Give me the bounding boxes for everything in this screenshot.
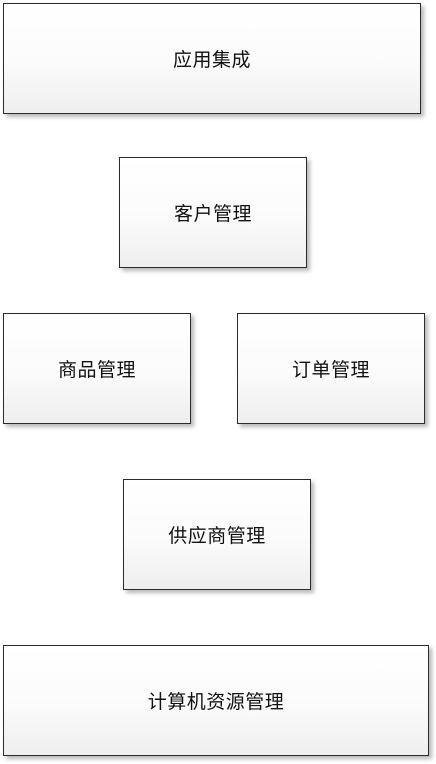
product-management-label: 商品管理 <box>57 359 136 381</box>
app-integration-label: 应用集成 <box>172 49 251 71</box>
supplier-management-box: 供应商管理 <box>123 479 311 590</box>
order-management-box: 订单管理 <box>237 313 425 424</box>
customer-management-label: 客户管理 <box>173 203 252 225</box>
supplier-management-label: 供应商管理 <box>168 525 266 547</box>
computing-resource-management-box: 计算机资源管理 <box>3 645 429 756</box>
order-management-label: 订单管理 <box>291 359 370 381</box>
product-management-box: 商品管理 <box>3 313 191 424</box>
customer-management-box: 客户管理 <box>119 157 307 268</box>
computing-resource-management-label: 计算机资源管理 <box>147 691 285 713</box>
app-integration-box: 应用集成 <box>3 3 421 114</box>
